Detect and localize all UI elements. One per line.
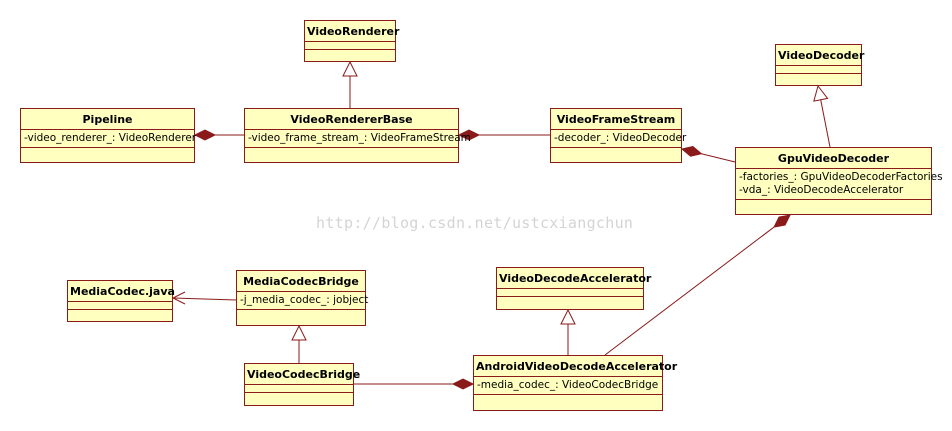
class-name: VideoDecodeAccelerator: [497, 268, 651, 289]
attribute: -video_frame_stream_: VideoFrameStream: [248, 132, 471, 144]
operations-section: [245, 148, 458, 155]
operations-section: [551, 148, 681, 155]
composition-diamond: [773, 214, 791, 228]
attribute: -media_codec_: VideoCodecBridge: [477, 379, 659, 391]
composition-diamond: [451, 378, 475, 390]
watermark-text: http://blog.csdn.net/ustcxiangchun: [316, 214, 634, 232]
class-media-codec-java[interactable]: MediaCodec.java: [67, 280, 175, 322]
operations-section: [237, 310, 365, 317]
operations-section: [776, 74, 861, 81]
attributes-section: -video_frame_stream_: VideoFrameStream: [245, 130, 471, 148]
dependency-arrowhead: [171, 291, 186, 305]
class-video-decode-accelerator[interactable]: VideoDecodeAccelerator: [496, 267, 651, 310]
attributes-section: [497, 289, 643, 297]
class-name: MediaCodecBridge: [237, 271, 365, 292]
attribute: -vda_: VideoDecodeAccelerator: [739, 184, 904, 196]
generalization-arrowhead: [560, 308, 576, 325]
operations-section: [68, 310, 172, 317]
attribute: -decoder_: VideoDecoder: [554, 132, 687, 144]
class-video-codec-bridge[interactable]: VideoCodecBridge: [244, 363, 360, 406]
class-name: VideoFrameStream: [551, 109, 681, 130]
attributes-section: -video_renderer_: VideoRenderer: [21, 130, 197, 148]
class-video-renderer[interactable]: VideoRenderer: [304, 20, 399, 62]
class-name: VideoDecoder: [776, 45, 864, 66]
operations-section: [736, 200, 931, 207]
attributes-section: [776, 66, 861, 74]
composition-line: [604, 226, 775, 356]
attributes-section: -media_codec_: VideoCodecBridge: [474, 377, 662, 395]
composition-diamond: [680, 145, 703, 157]
composition-diamond: [193, 129, 217, 141]
class-name: Pipeline: [21, 109, 194, 130]
attributes-section: [245, 385, 353, 393]
attribute: -video_renderer_: VideoRenderer: [24, 132, 197, 144]
class-video-renderer-base[interactable]: VideoRendererBase -video_frame_stream_: …: [244, 108, 471, 163]
attributes-section: -decoder_: VideoDecoder: [551, 130, 687, 148]
operations-section: [474, 395, 662, 402]
class-name: AndroidVideoDecodeAccelerator: [474, 356, 677, 377]
composition-line: [701, 153, 736, 163]
class-name: VideoRenderer: [305, 21, 399, 42]
class-media-codec-bridge[interactable]: MediaCodecBridge -j_media_codec_: jobjec…: [236, 270, 369, 326]
attributes-section: [305, 42, 395, 50]
operations-section: [497, 297, 643, 304]
operations-section: [305, 50, 395, 57]
generalization-arrowhead: [813, 84, 829, 102]
generalization-arrowhead: [342, 60, 358, 77]
dependency-line: [172, 297, 237, 301]
class-gpu-video-decoder[interactable]: GpuVideoDecoder -factories_: GpuVideoDec…: [735, 147, 943, 215]
attribute: -factories_: GpuVideoDecoderFactories: [739, 171, 943, 183]
attributes-section: [68, 302, 172, 310]
attributes-section: -factories_: GpuVideoDecoderFactories -v…: [736, 169, 943, 200]
attribute: -j_media_codec_: jobject: [240, 294, 369, 306]
attributes-section: -j_media_codec_: jobject: [237, 292, 369, 310]
class-name: GpuVideoDecoder: [736, 148, 931, 169]
class-name: VideoRendererBase: [245, 109, 458, 130]
class-android-video-decode-accelerator[interactable]: AndroidVideoDecodeAccelerator -media_cod…: [473, 355, 677, 411]
class-pipeline[interactable]: Pipeline -video_renderer_: VideoRenderer: [20, 108, 197, 163]
class-name: VideoCodecBridge: [245, 364, 360, 385]
operations-section: [21, 148, 194, 155]
operations-section: [245, 393, 353, 400]
class-video-frame-stream[interactable]: VideoFrameStream -decoder_: VideoDecoder: [550, 108, 687, 163]
generalization-line: [820, 99, 831, 148]
class-name: MediaCodec.java: [68, 281, 175, 302]
generalization-arrowhead: [291, 324, 307, 341]
class-video-decoder[interactable]: VideoDecoder: [775, 44, 864, 86]
